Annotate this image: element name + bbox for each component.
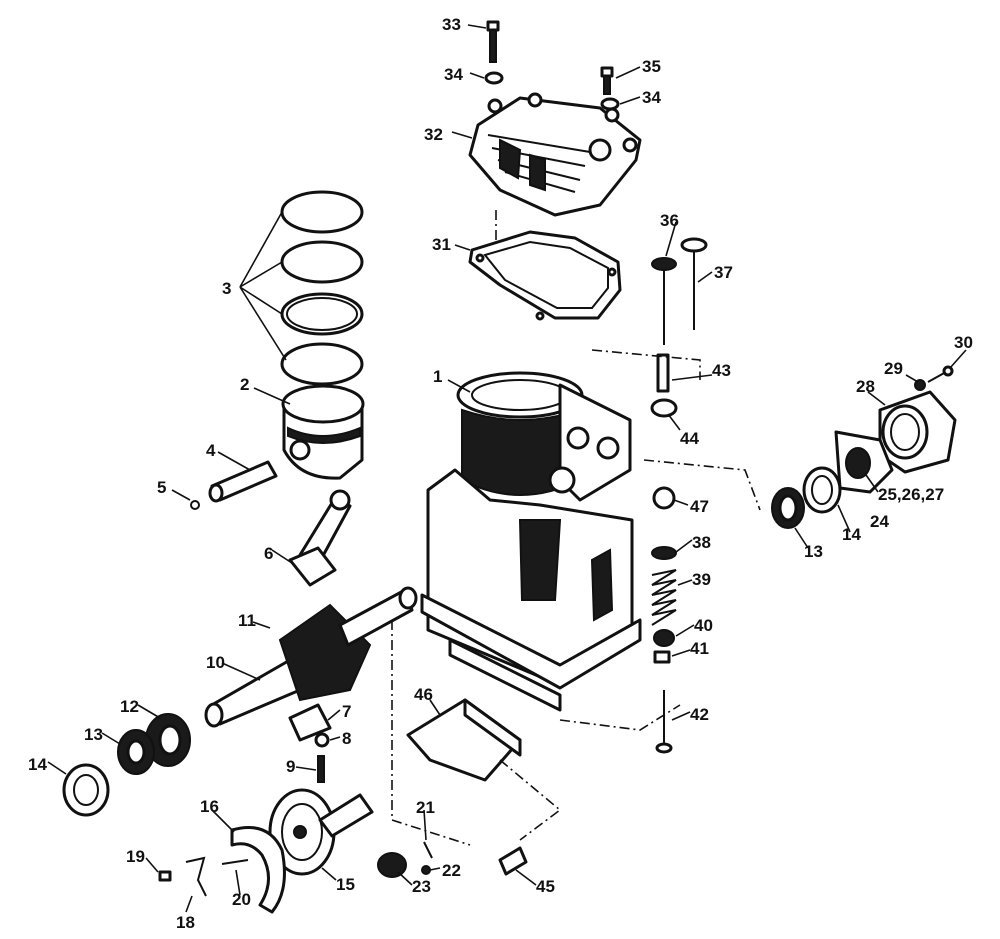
keeper-41	[653, 650, 671, 664]
label-2: 2	[240, 375, 249, 394]
label-42: 42	[690, 705, 709, 724]
label-36: 36	[660, 211, 679, 230]
bearing-housing-28	[878, 390, 957, 474]
label-9-cam: 9	[286, 757, 295, 776]
label-3: 3	[222, 279, 231, 298]
label-6: 6	[264, 544, 273, 563]
valve-spring-39	[651, 569, 677, 626]
label-15: 15	[336, 875, 355, 894]
label-37: 37	[714, 263, 733, 282]
label-1: 1	[433, 367, 442, 386]
spring-retainer-38	[651, 546, 677, 560]
label-12: 12	[120, 697, 139, 716]
label-32: 32	[424, 125, 443, 144]
label-7: 7	[342, 702, 351, 721]
gasket-25-26-27	[834, 430, 894, 494]
label-20: 20	[232, 890, 251, 909]
label-21: 21	[416, 798, 435, 817]
valve-36	[651, 257, 677, 345]
label-8: 8	[342, 729, 351, 748]
label-18: 18	[176, 913, 195, 932]
label-14-left: 14	[28, 755, 47, 774]
label-30: 30	[954, 333, 973, 352]
tappet-assembly	[288, 703, 332, 783]
label-39: 39	[692, 570, 711, 589]
head-gasket	[468, 230, 622, 321]
plug-47	[652, 486, 676, 510]
label-34-left: 34	[444, 65, 463, 84]
label-44: 44	[680, 429, 699, 448]
label-47: 47	[690, 497, 709, 516]
base-plate	[406, 698, 522, 782]
label-4: 4	[206, 441, 216, 460]
crankshaft	[204, 586, 418, 728]
label-28: 28	[856, 377, 875, 396]
assembly-lines	[391, 210, 761, 846]
label-33: 33	[442, 15, 461, 34]
label-43: 43	[712, 361, 731, 380]
label-10: 10	[206, 653, 225, 672]
washer-34-left	[484, 71, 504, 85]
piston	[281, 384, 365, 480]
oil-dipper-21	[423, 841, 433, 859]
label-35: 35	[642, 57, 661, 76]
head-bolt-35	[600, 66, 614, 95]
spring-18	[185, 856, 207, 897]
drain-plug-45	[498, 846, 528, 876]
oil-part-22	[421, 865, 431, 875]
label-14-right: 14	[842, 525, 861, 544]
pin-clip	[190, 500, 200, 510]
bearing-14-right	[802, 466, 842, 514]
piston-rings	[280, 190, 364, 386]
camshaft-gear	[268, 788, 374, 876]
screw-30	[927, 365, 954, 383]
cylinder-block	[420, 371, 642, 712]
label-13-right: 13	[804, 542, 823, 561]
spring-cap-40	[653, 629, 675, 647]
tappet-42	[655, 690, 673, 754]
piston-pin	[208, 460, 278, 503]
label-19: 19	[126, 847, 145, 866]
label-40: 40	[694, 616, 713, 635]
label-24: 24	[870, 512, 889, 531]
head-bolt-33	[486, 20, 500, 63]
label-34-right: 34	[642, 88, 661, 107]
bearing-14-left	[62, 763, 110, 817]
label-29: 29	[884, 359, 903, 378]
leader-lines	[47, 24, 967, 913]
valve-seat-44	[650, 398, 678, 418]
washer-34-right	[600, 97, 620, 111]
label-11: 11	[238, 611, 256, 630]
timing-gear-13	[117, 729, 155, 775]
connecting-rod	[288, 489, 352, 587]
label-45: 45	[536, 877, 555, 896]
cylinder-head	[468, 92, 642, 217]
oil-seal-13-right	[771, 487, 805, 529]
label-13-left: 13	[84, 725, 103, 744]
small-screw-19	[158, 870, 172, 882]
label-25-26-27: 25,26,27	[878, 485, 944, 504]
valve-37	[680, 237, 708, 330]
label-23: 23	[412, 877, 431, 896]
label-16: 16	[200, 797, 219, 816]
label-31: 31	[432, 235, 451, 254]
part-labels: 33 34 35 34 32 31 36 37 3 2 1 43 44 4 5 …	[28, 15, 973, 932]
pin-20	[221, 859, 249, 865]
label-41: 41	[690, 639, 709, 658]
label-46: 46	[414, 685, 433, 704]
governor-plate	[230, 826, 286, 914]
label-5: 5	[157, 478, 166, 497]
valve-guide-43	[656, 353, 670, 393]
label-22: 22	[442, 861, 461, 880]
label-38: 38	[692, 533, 711, 552]
oil-pump-23	[377, 852, 407, 878]
